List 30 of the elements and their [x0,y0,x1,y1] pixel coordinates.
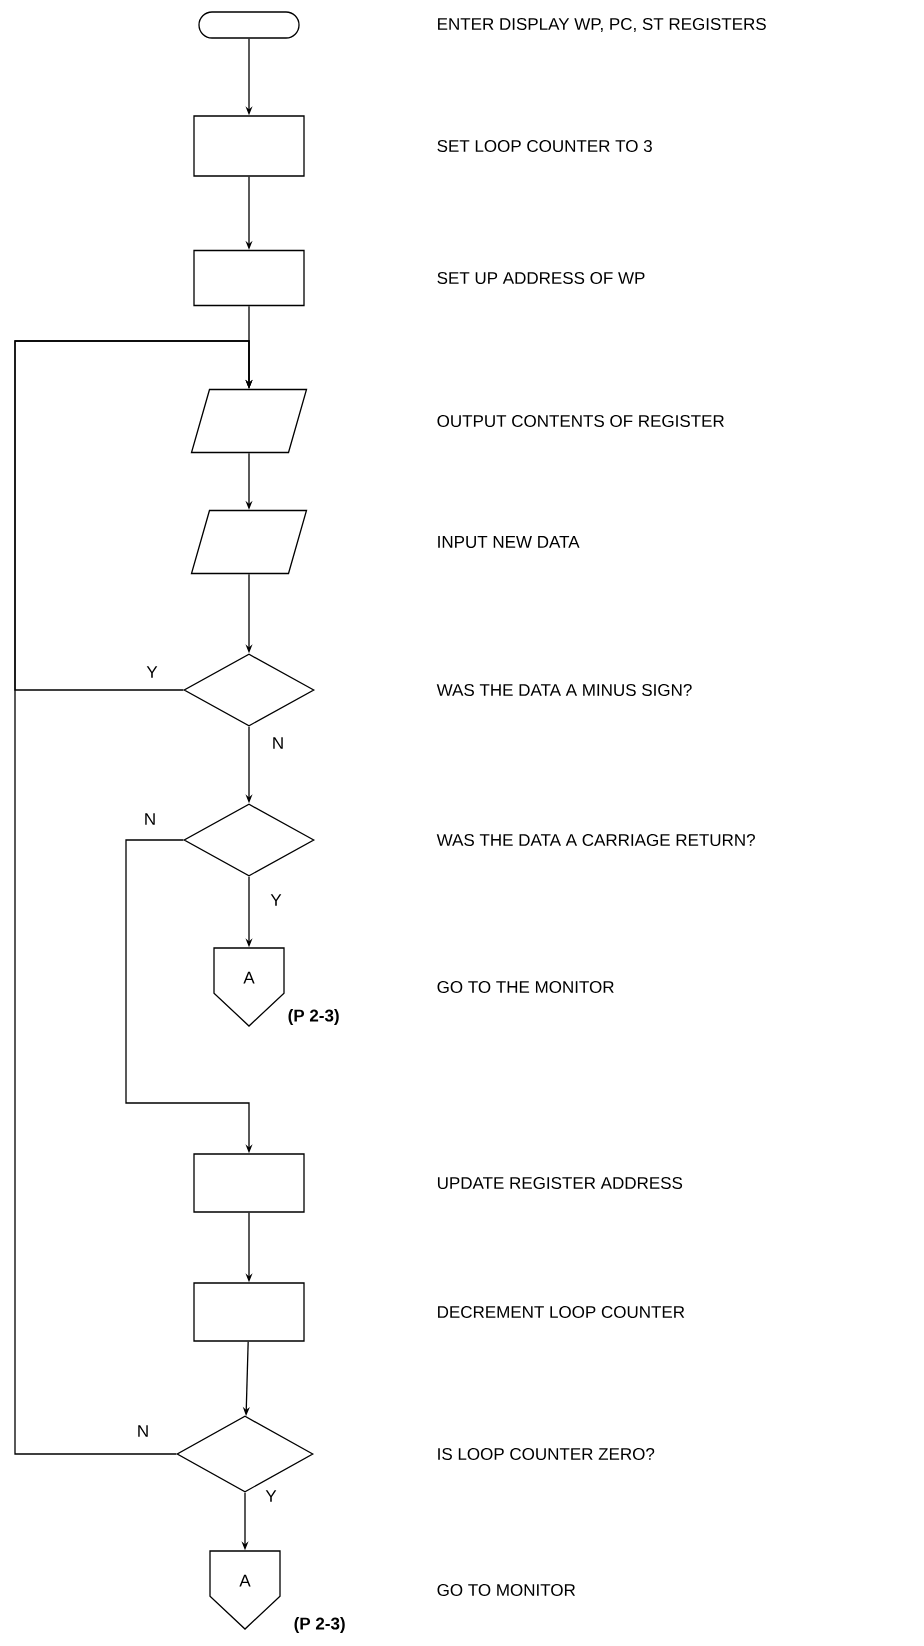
step-description: DECREMENT LOOP COUNTER [438,1306,685,1319]
step-description: IS LOOP COUNTER ZERO? [438,1448,655,1461]
step-description: GO TO MONITOR [437,1584,576,1597]
edge-label: Y [269,893,283,907]
edge-label: N [270,736,286,750]
step-description: ENTER DISPLAY WP, PC, ST REGISTERS [438,18,766,33]
process-box [193,249,305,307]
offpage-connector: A [209,1550,281,1630]
step-description: SET UP ADDRESS OF WP [437,272,645,285]
step-description: SET LOOP COUNTER TO 3 [437,140,652,153]
step-description: WAS THE DATA A CARRIAGE RETURN? [436,834,755,847]
step-description: (P 2-3) [288,1009,339,1025]
step-description: GO TO THE MONITOR [437,981,614,994]
input-output-shape [190,388,308,454]
process-box [193,1282,305,1342]
step-description: UPDATE REGISTER ADDRESS [437,1177,683,1190]
step-description: OUTPUT CONTENTS OF REGISTER [437,415,724,428]
step-description: WAS THE DATA A MINUS SIGN? [436,684,692,697]
process-box [193,1153,305,1213]
terminal-shape [198,11,300,39]
edge-label: N [142,812,158,826]
process-box [193,115,305,177]
step-description: INPUT NEW DATA [438,536,580,548]
offpage-connector: A [213,947,285,1027]
input-output-shape [190,509,308,575]
edge-label: N [135,1424,151,1438]
edge-label: Y [264,1489,278,1503]
arrow [14,340,253,1455]
edge-label: Y [145,665,159,679]
step-description: (P 2-3) [294,1617,345,1633]
